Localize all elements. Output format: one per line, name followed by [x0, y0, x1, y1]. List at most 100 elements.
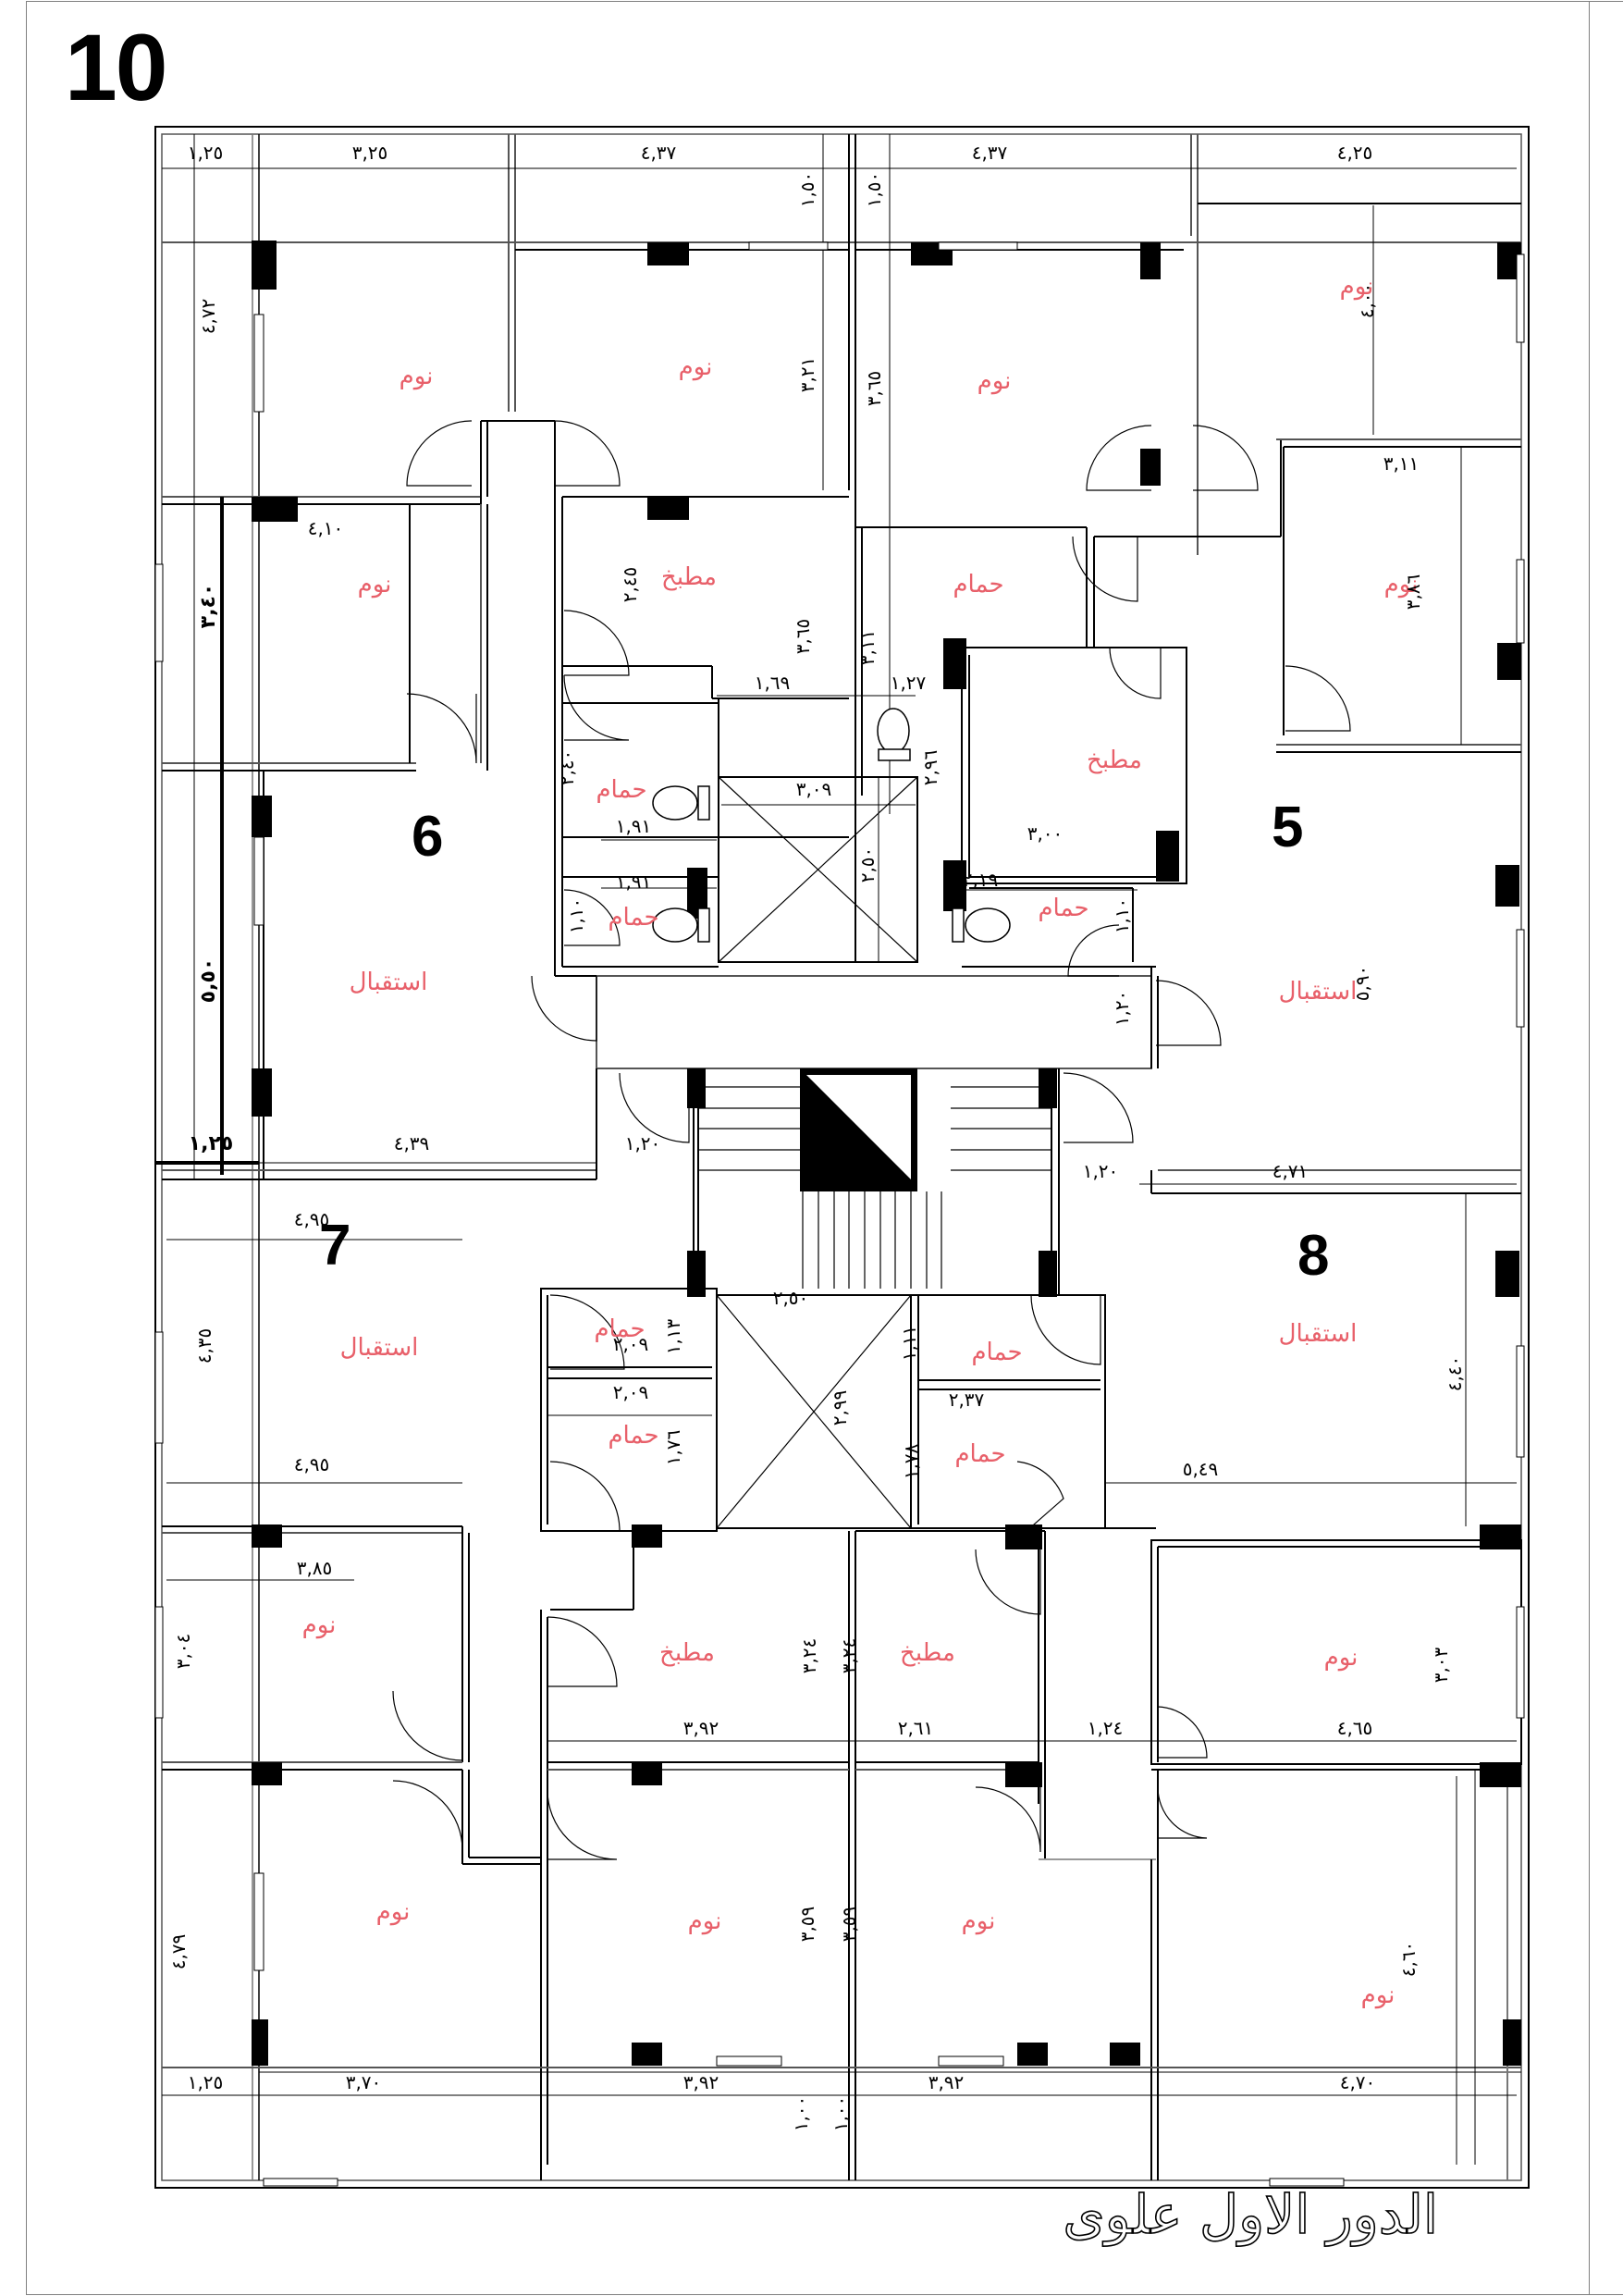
room-label-bedroom: نوم — [302, 1611, 337, 1639]
dimension-label: ٥,٤٩ — [1183, 1458, 1219, 1480]
dimension-label: ٢,٩٩ — [829, 1390, 851, 1426]
dimension-label: ٤,٦٥ — [1337, 1717, 1373, 1739]
dimension-label: ٥,٩٠ — [1351, 966, 1373, 1002]
dimension-label: ٣,٠٠ — [1027, 822, 1064, 845]
stair-treads — [698, 1086, 1051, 1289]
dimension-label: ٢,٤٥ — [619, 567, 641, 603]
dimension-label: ٣,١١ — [1383, 452, 1420, 475]
dimension-label: ١,٢٠ — [625, 1132, 661, 1154]
walls — [154, 126, 1530, 2189]
dimension-label: ٣,٢٥ — [352, 142, 388, 164]
room-label-bedroom: نوم — [1324, 1644, 1359, 1672]
room-label-bathroom: حمام — [954, 1440, 1005, 1468]
dimension-label: ١,٢٤ — [1088, 1717, 1124, 1739]
dimension-label: ٣,٧٠ — [346, 2071, 382, 2093]
dimension-label: ٢,٩٦ — [919, 750, 941, 786]
dimension-labels: ١,٢٥ ٣,٢٥ ٤,٣٧ ٤,٣٧ ٤,٢٥ ١,٥٠ ١,٥٠ ٤,٧٢ ٣,٢١ ٣,٦٥… — [167, 142, 1466, 2131]
apartment-number-5: 5 — [1272, 796, 1303, 859]
door-swings — [392, 420, 1351, 1860]
dimension-label: ٣,١١ — [856, 630, 879, 666]
dimension-label: ٤,٩٥ — [294, 1208, 330, 1230]
dimension-label: ٤,٧٠ — [1340, 2071, 1376, 2093]
dimension-label: ٣,٥٩ — [838, 1907, 860, 1943]
room-label-bedroom: نوم — [1361, 1981, 1396, 2009]
apartment-number-6: 6 — [412, 805, 443, 869]
apartment-number-7: 7 — [319, 1214, 350, 1278]
room-label-reception: استقبال — [1279, 978, 1358, 1006]
dimension-label: ١,٥٠ — [863, 172, 885, 208]
room-label-bathroom: حمام — [596, 776, 646, 804]
dimension-label: ٣,٦٥ — [863, 371, 885, 407]
dimension-label: ٣,٨٦ — [1402, 574, 1424, 611]
toilet-fixtures — [652, 708, 1011, 943]
room-label-bedroom: نوم — [400, 363, 434, 390]
dimension-label: ١,٢٥ — [189, 1132, 234, 1155]
dimension-label: ١,٧٨ — [900, 1443, 922, 1479]
apartment-number-8: 8 — [1297, 1224, 1329, 1288]
room-label-bedroom: نوم — [977, 367, 1012, 395]
dimension-label: ١,٢٥ — [188, 142, 224, 164]
dimension-label: ٣,٩٢ — [928, 2071, 965, 2093]
room-label-bathroom: حمام — [608, 1422, 658, 1450]
dimension-label: ١,٢٠ — [1111, 991, 1133, 1027]
dimension-label: ٢,٥٠ — [856, 847, 879, 883]
room-label-kitchen: مطبخ — [900, 1639, 955, 1667]
dimension-label: ٤,٧١ — [1273, 1160, 1309, 1182]
dimension-label: ٣,٤٠ — [197, 584, 220, 629]
dimension-label: ٣,٨٥ — [297, 1557, 333, 1579]
room-label-bedroom: نوم — [688, 1907, 722, 1935]
windows — [154, 241, 1525, 2187]
room-label-bedroom: نوم — [1384, 571, 1419, 599]
dimension-label: ١,٢٥ — [188, 2071, 224, 2093]
dimension-label: ١,٩١ — [616, 815, 652, 837]
stair-landing-diagonal — [806, 1075, 911, 1179]
room-label-bedroom: نوم — [679, 353, 713, 381]
dimension-label: ٤,١٠ — [308, 517, 344, 539]
dimension-label: ٤,٣٩ — [394, 1132, 430, 1154]
dimension-label: ٣,٩٢ — [683, 2071, 719, 2093]
dimension-label: ٣,٠٩ — [796, 778, 832, 800]
room-label-kitchen: مطبخ — [659, 1639, 715, 1667]
dimension-label: ٢,٥٠ — [773, 1287, 809, 1309]
dimension-label: ٤,٧٢ — [197, 299, 219, 335]
room-label-bedroom: نوم — [962, 1907, 996, 1935]
dimension-label: ٢,٠٩ — [613, 1381, 649, 1403]
dimension-label: ٤,٣٧ — [972, 142, 1008, 164]
dimension-label: ١,٩١ — [616, 870, 652, 893]
dimension-label: ٢,٣٧ — [949, 1389, 985, 1411]
floor-title: الدور الاول علوى — [1063, 2182, 1438, 2247]
room-label-bedroom: نوم — [1340, 273, 1374, 301]
dimension-label: ٤,٢٥ — [1337, 142, 1373, 164]
dimension-label: ٢,٤٠ — [556, 750, 578, 786]
dimension-label: ٤,٩٥ — [294, 1453, 330, 1475]
room-label-kitchen: مطبخ — [661, 563, 717, 591]
dimension-label: ١,١٠ — [565, 898, 587, 934]
dimension-label: ٣,٦٥ — [792, 619, 814, 655]
dimension-label: ٤,٦٠ — [1397, 1942, 1420, 1978]
dimension-label: ١,١٠ — [1111, 898, 1133, 934]
room-label-bedroom: نوم — [358, 571, 392, 599]
room-label-bathroom: حمام — [1038, 895, 1088, 922]
page-frame-right-edge — [1589, 1, 1590, 2295]
dimension-label: ١,٥٠ — [796, 172, 818, 208]
dimension-lines — [155, 134, 1517, 2165]
dimension-label: ٢,١٩ — [963, 869, 999, 891]
dimension-label: ١,٢٧ — [891, 672, 927, 694]
dimension-label: ٣,٢٤ — [798, 1638, 820, 1674]
sheet-number: 10 — [65, 15, 167, 120]
room-labels: نوم نوم نوم مطبخ حمام حمام استقبال نوم نوم حمام نو… — [302, 273, 1419, 2009]
room-label-bathroom: حمام — [953, 571, 1003, 599]
room-label-bathroom: حمام — [594, 1315, 645, 1343]
room-label-kitchen: مطبخ — [1087, 747, 1142, 774]
dimension-label: ٢,٠٩ — [613, 1333, 649, 1355]
dimension-label: ٣,٩٢ — [683, 1717, 719, 1739]
page-frame — [26, 1, 1623, 2295]
dimension-label: ١,٠٠ — [790, 2096, 812, 2132]
apartment-numbers: 6 5 7 8 — [319, 796, 1329, 1288]
dimension-label: ٤,٣٥ — [193, 1328, 215, 1364]
dimension-label: ١,١٣ — [662, 1318, 684, 1354]
room-label-reception: استقبال — [1279, 1320, 1358, 1348]
dimension-label: ١,٠٠ — [830, 2096, 852, 2132]
dimension-label: ٣,٢١ — [796, 357, 818, 393]
dimension-label: ٤,٣٧ — [641, 142, 677, 164]
